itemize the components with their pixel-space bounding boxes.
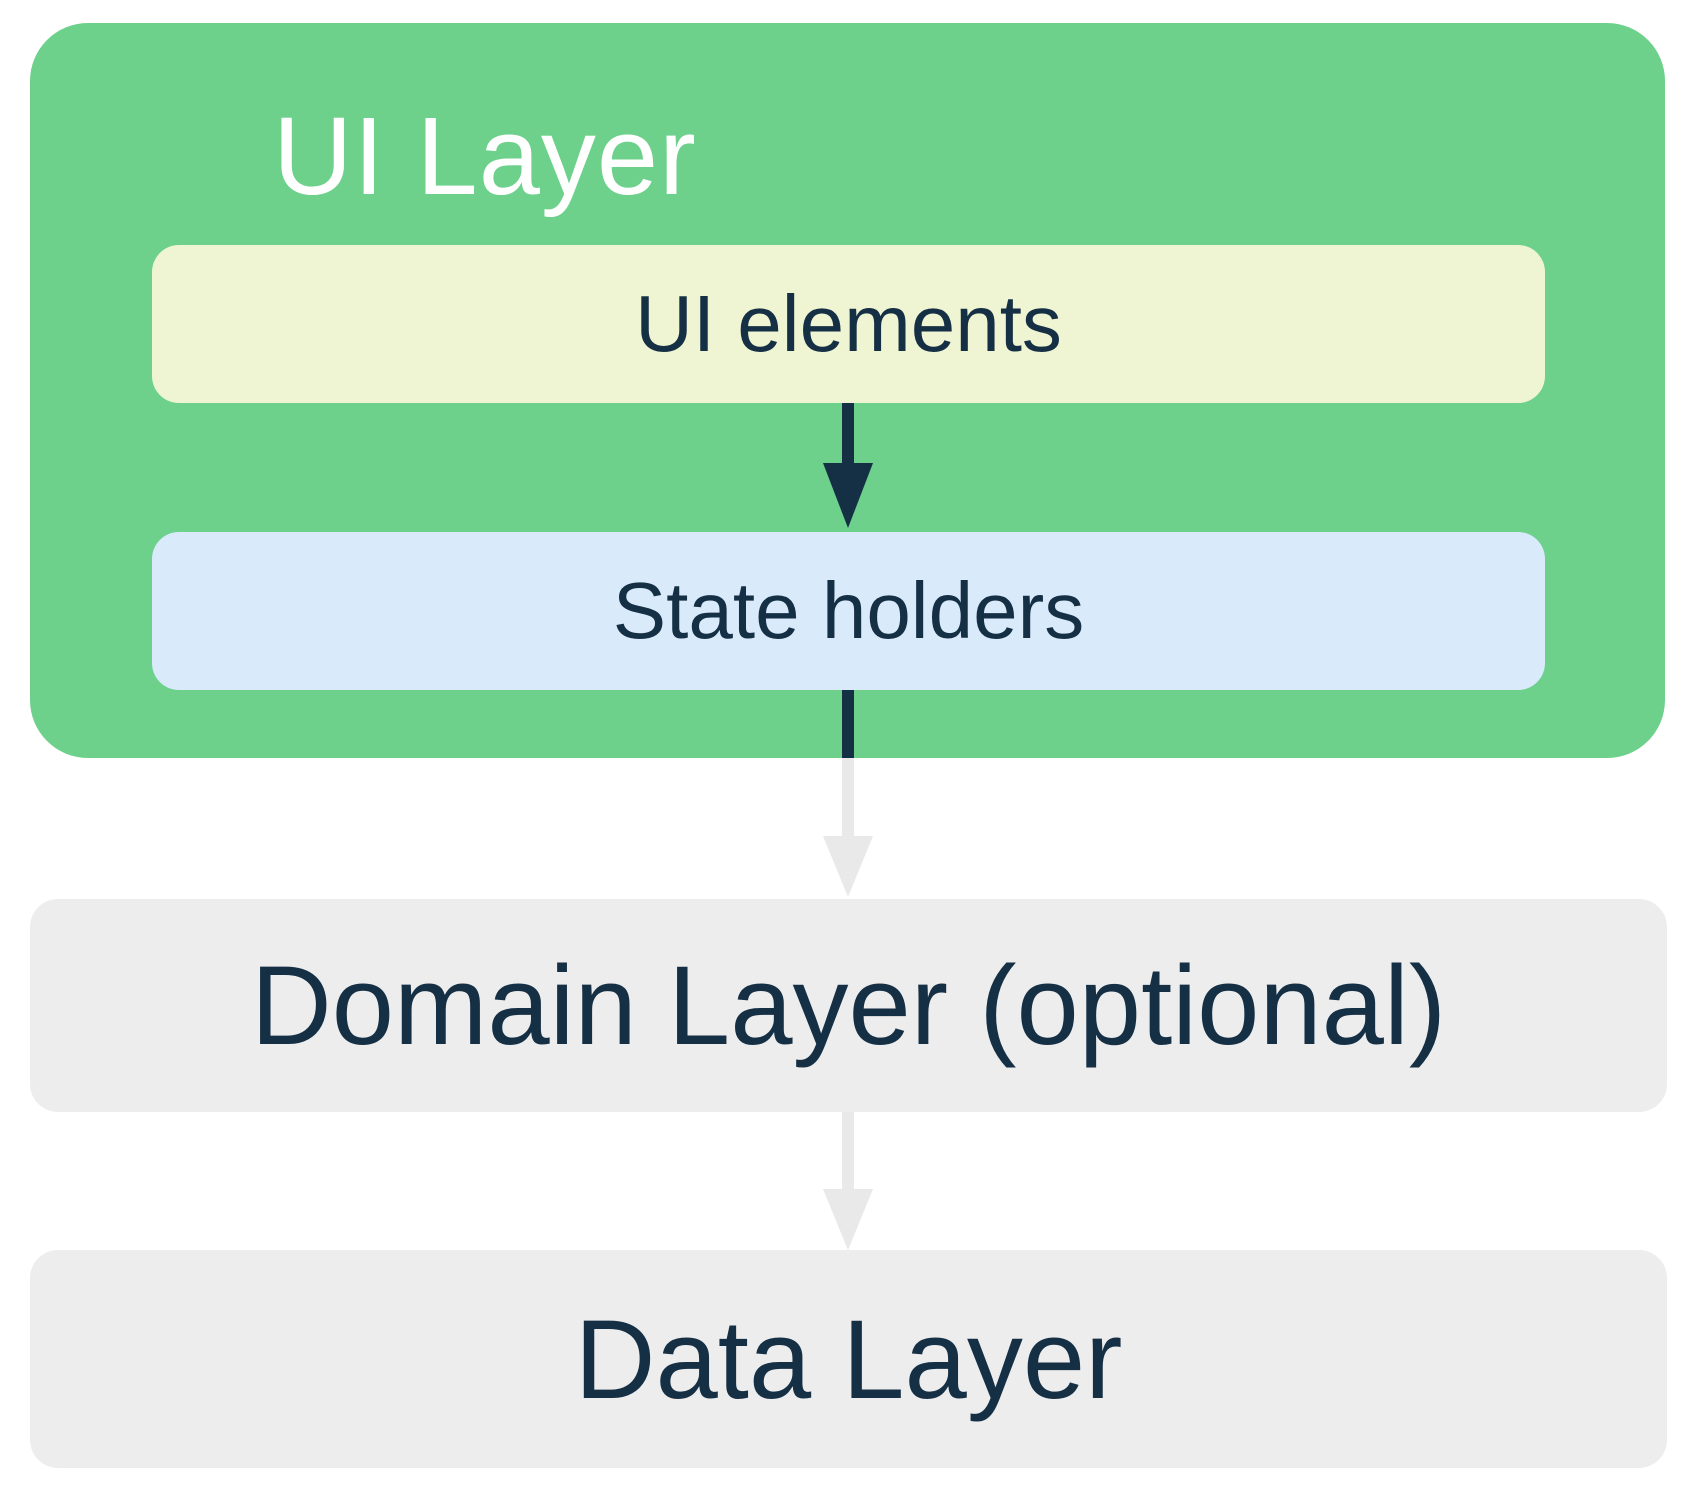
ui-layer-title: UI Layer: [273, 94, 697, 218]
arrow-shaft: [842, 403, 854, 465]
down-arrowhead-icon: [823, 1189, 873, 1250]
data-layer-label: Data Layer: [574, 1296, 1123, 1422]
down-arrowhead-icon: [823, 836, 873, 897]
arrow-shaft: [842, 1112, 854, 1189]
arrow-shaft-light-segment: [842, 758, 854, 838]
arrow-shaft-dark-segment: [842, 690, 854, 758]
domain-layer-box: Domain Layer (optional): [30, 899, 1667, 1112]
data-layer-box: Data Layer: [30, 1250, 1667, 1468]
domain-layer-label: Domain Layer (optional): [250, 943, 1447, 1068]
down-arrowhead-icon: [823, 463, 873, 528]
state-holders-box: State holders: [152, 532, 1545, 690]
ui-elements-box: UI elements: [152, 245, 1545, 403]
ui-elements-label: UI elements: [635, 279, 1062, 368]
state-holders-label: State holders: [612, 566, 1085, 655]
